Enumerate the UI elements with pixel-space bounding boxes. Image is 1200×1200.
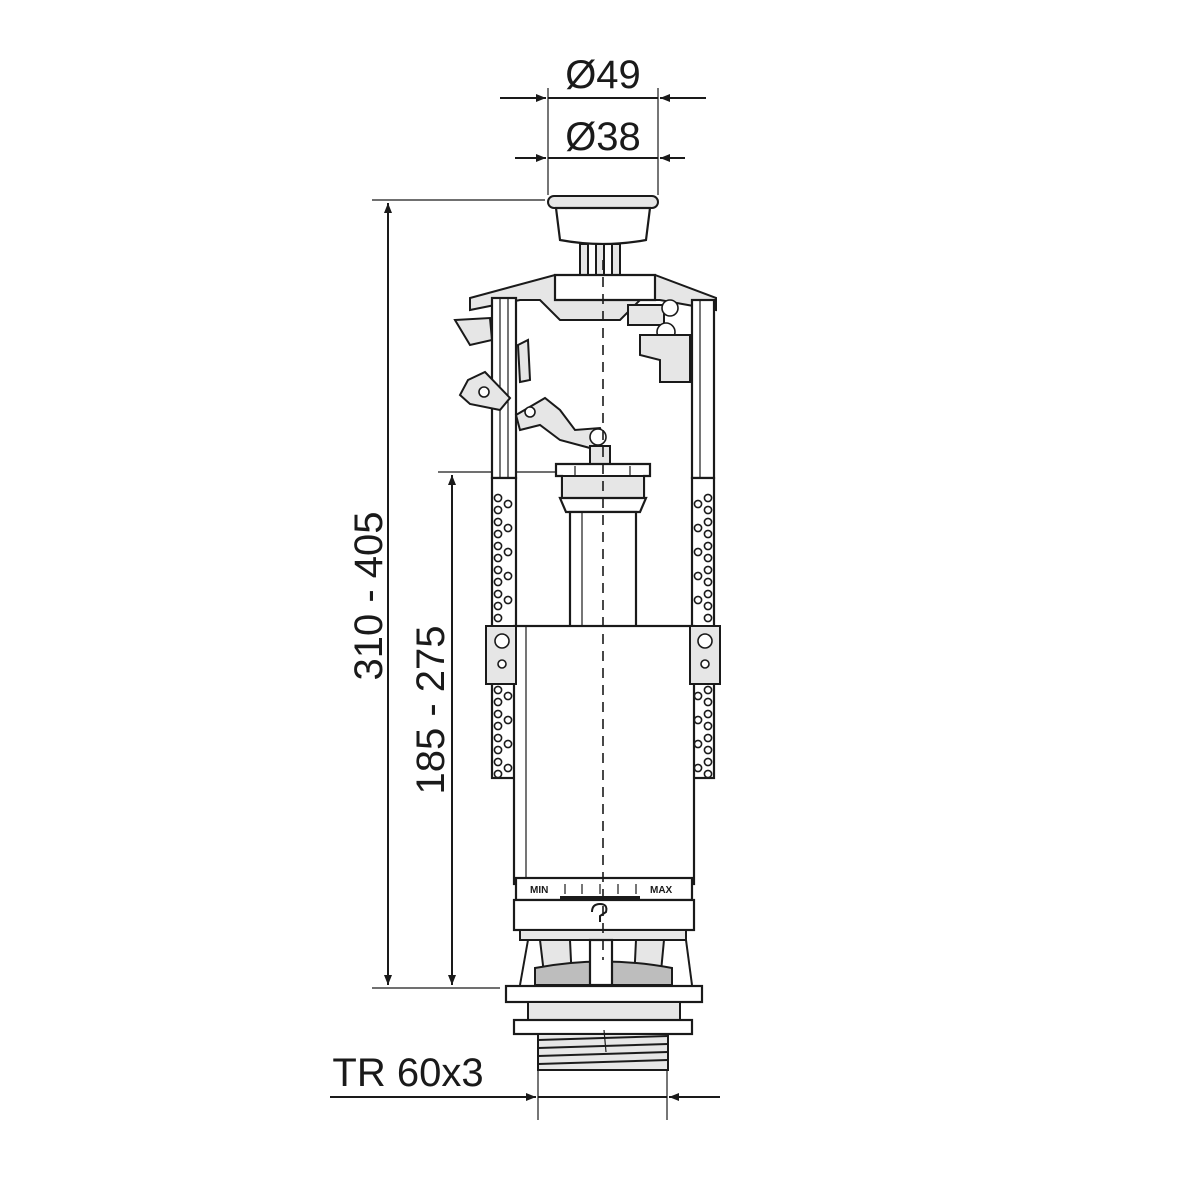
thread-dimension: TR 60x3 — [330, 1040, 720, 1120]
rail-hole — [693, 499, 703, 509]
right-upper-rail — [690, 298, 716, 480]
overflow-height-dimension: 185 - 275 — [409, 471, 560, 985]
lower-basket — [519, 929, 693, 987]
diameter-38-dimension: Ø38 — [515, 115, 685, 162]
rail-hole — [703, 721, 713, 731]
rail-hole — [493, 757, 503, 767]
rail-hole — [493, 505, 503, 515]
rail-hole — [693, 739, 703, 749]
rail-hole — [493, 685, 503, 695]
rail-hole — [493, 709, 503, 719]
rail-hole — [703, 577, 713, 587]
main-cylinder — [512, 624, 696, 886]
left-rail-holes — [493, 493, 513, 779]
seal-washer — [504, 984, 704, 1021]
rail-hole — [703, 709, 713, 719]
rail-hole — [493, 769, 503, 779]
rail-hole — [703, 745, 713, 755]
rail-hole — [693, 547, 703, 557]
rail-hole — [503, 691, 513, 701]
rail-hole — [693, 715, 703, 725]
diameter-49-dimension: Ø49 — [500, 53, 706, 195]
rail-hole — [693, 523, 703, 533]
rail-hole — [503, 499, 513, 509]
rail-hole — [493, 529, 503, 539]
rail-hole — [703, 589, 713, 599]
rail-hole — [493, 721, 503, 731]
rail-hole — [493, 733, 503, 743]
rail-hole — [493, 589, 503, 599]
rail-hole — [503, 739, 513, 749]
left-clip — [485, 625, 517, 685]
rail-hole — [703, 493, 713, 503]
rail-hole — [493, 601, 503, 611]
rail-hole — [693, 691, 703, 701]
push-button — [547, 195, 659, 277]
rail-hole — [703, 601, 713, 611]
rail-hole — [693, 763, 703, 773]
rail-hole — [493, 697, 503, 707]
rail-hole — [493, 565, 503, 575]
rail-hole — [703, 529, 713, 539]
overflow-height-label: 185 - 275 — [409, 625, 453, 794]
rail-hole — [703, 769, 713, 779]
rail-hole — [503, 595, 513, 605]
total-height-dimension: 310 - 405 — [347, 199, 545, 989]
rail-hole — [493, 517, 503, 527]
rail-hole — [693, 595, 703, 605]
rail-hole — [703, 733, 713, 743]
rail-hole — [703, 613, 713, 623]
right-rail-holes — [693, 493, 713, 779]
rail-hole — [703, 685, 713, 695]
thread-label: TR 60x3 — [332, 1051, 483, 1095]
rail-hole — [503, 571, 513, 581]
flush-valve: MIN MAX — [453, 195, 721, 1071]
rail-hole — [503, 523, 513, 533]
diameter-49-label: Ø49 — [565, 53, 641, 97]
scale-max-label: MAX — [650, 885, 673, 896]
rail-hole — [503, 547, 513, 557]
rail-hole — [703, 553, 713, 563]
top-frame — [453, 273, 717, 383]
lever-mechanism — [458, 338, 607, 450]
rail-hole — [693, 571, 703, 581]
rail-hole — [703, 757, 713, 767]
rail-hole — [493, 577, 503, 587]
total-height-label: 310 - 405 — [347, 511, 391, 680]
scale-min-label: MIN — [530, 885, 548, 896]
scale-ring: MIN MAX — [512, 876, 696, 932]
rail-hole — [493, 745, 503, 755]
rail-hole — [703, 565, 713, 575]
rail-hole — [503, 763, 513, 773]
rail-hole — [703, 697, 713, 707]
rail-hole — [703, 541, 713, 551]
rail-hole — [703, 505, 713, 515]
rail-hole — [493, 493, 503, 503]
rail-hole — [493, 553, 503, 563]
rail-hole — [493, 613, 503, 623]
rail-hole — [703, 517, 713, 527]
right-clip — [689, 625, 721, 685]
rail-hole — [503, 715, 513, 725]
rail-hole — [493, 541, 503, 551]
threaded-base — [512, 1018, 694, 1071]
diameter-38-label: Ø38 — [565, 115, 641, 159]
